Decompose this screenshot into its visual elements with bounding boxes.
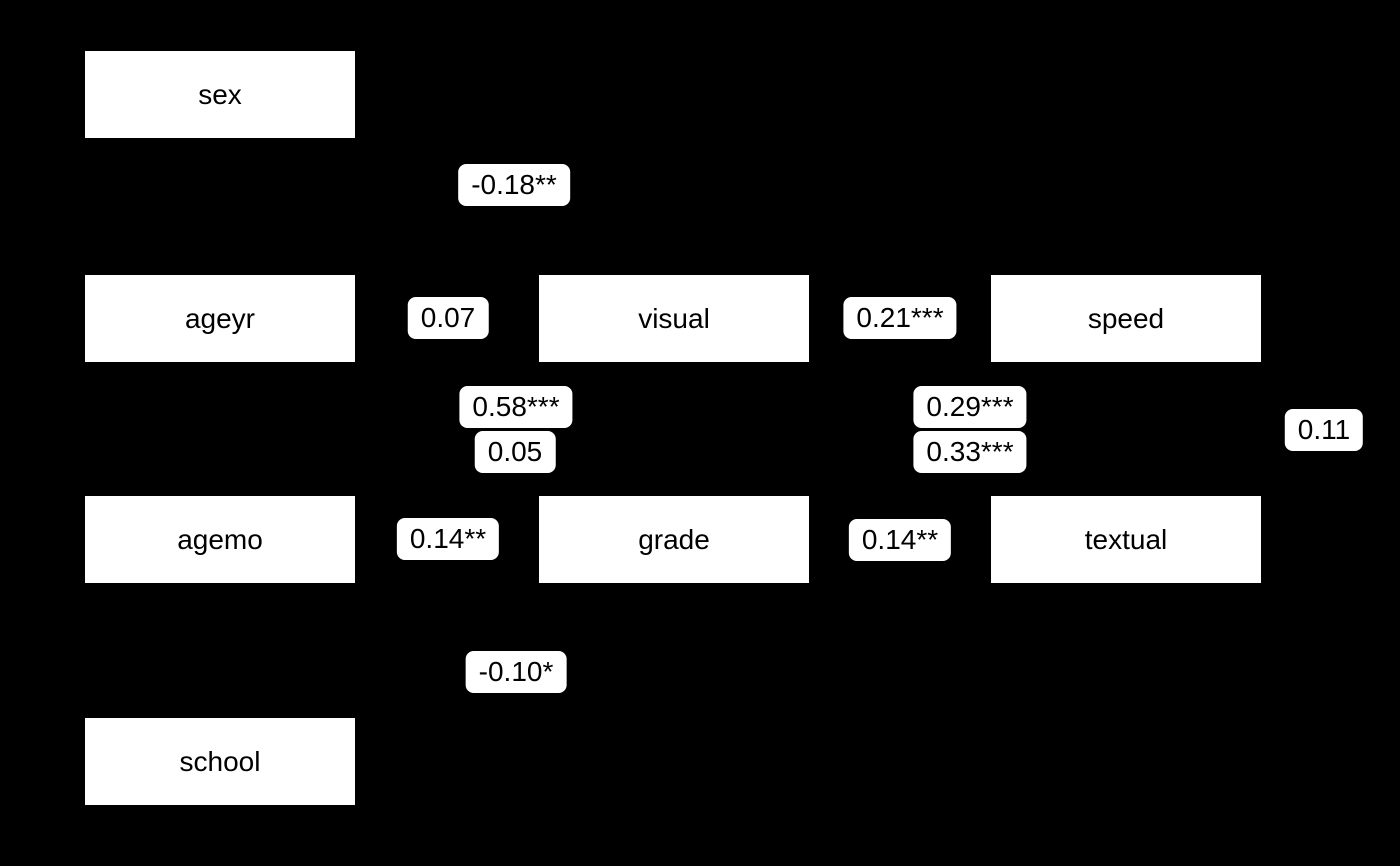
node-textual-label: textual [1084, 523, 1168, 555]
edge-coefficient-label-3: 0.21*** [843, 297, 957, 339]
node-sex-label: sex [198, 78, 242, 110]
edge-coefficient-label-2: 0.07 [407, 297, 489, 339]
node-grade-label: grade [638, 523, 710, 555]
node-sex: sex [85, 51, 355, 138]
node-agemo: agemo [85, 496, 355, 583]
edge-coefficient-label-7: 0.33*** [913, 431, 1027, 473]
node-speed-label: speed [1087, 302, 1165, 334]
node-school: school [85, 718, 355, 805]
node-school-label: school [179, 745, 261, 777]
edge-coefficient-label-9: 0.14** [396, 518, 500, 560]
edge-coefficient-label-6: 0.29*** [913, 386, 1027, 428]
node-textual: textual [991, 496, 1261, 583]
node-visual: visual [539, 275, 809, 362]
edge-coefficient-label-11: -0.10* [465, 651, 567, 693]
edge-coefficient-label-8: 0.11 [1284, 409, 1364, 451]
edge-coefficient-label-4: 0.58*** [459, 386, 573, 428]
node-agemo-label: agemo [177, 523, 263, 555]
node-speed: speed [991, 275, 1261, 362]
node-visual-label: visual [638, 302, 710, 334]
edge-coefficient-label-1: -0.18** [458, 164, 570, 206]
edge-coefficient-label-10: 0.14** [848, 519, 952, 561]
node-ageyr-label: ageyr [184, 302, 256, 334]
node-ageyr: ageyr [85, 275, 355, 362]
edge-coefficient-label-5: 0.05 [474, 431, 556, 473]
node-grade: grade [539, 496, 809, 583]
